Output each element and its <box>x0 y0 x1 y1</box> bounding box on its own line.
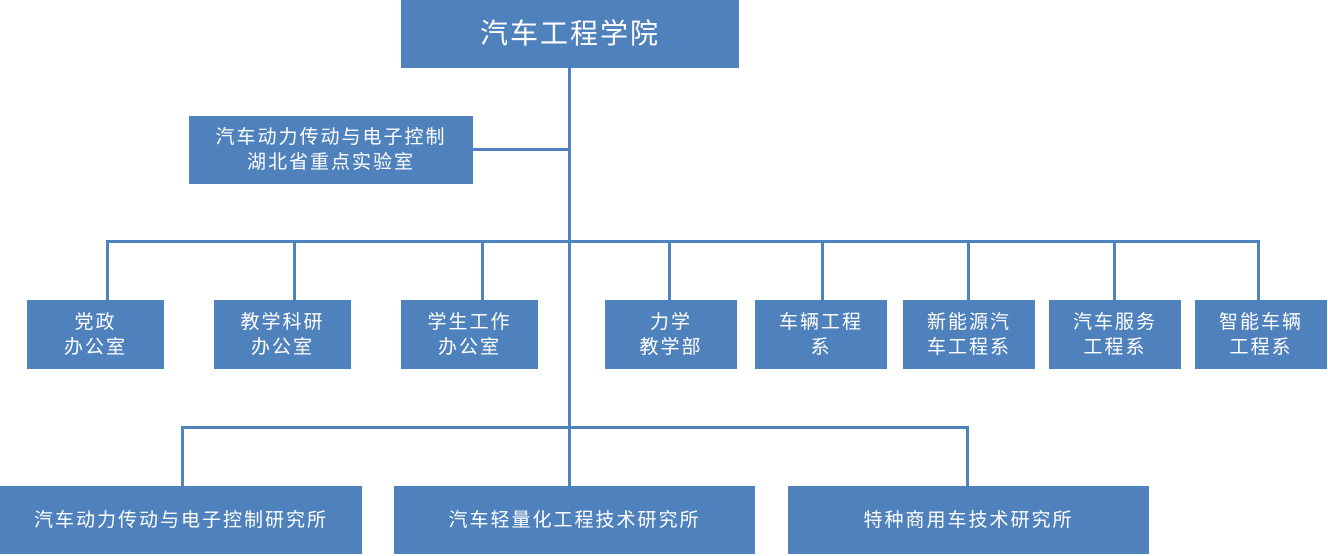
department-line2: 办公室 <box>437 335 501 358</box>
department-node: 智能车辆 工程系 <box>1195 300 1327 369</box>
dept-drop-7 <box>1113 240 1116 302</box>
dept-drop-4 <box>668 240 671 302</box>
department-line1: 教学科研 <box>240 310 325 333</box>
dept-drop-8 <box>1257 240 1260 302</box>
institutes-bus <box>181 426 969 429</box>
department-node: 学生工作 办公室 <box>401 300 538 369</box>
departments-bus <box>106 240 1260 243</box>
institute-node: 汽车动力传动与电子控制研究所 <box>0 486 362 554</box>
department-line1: 党政 <box>74 310 117 333</box>
department-line1: 新能源汽 <box>926 310 1011 333</box>
department-line2: 教学部 <box>639 335 703 358</box>
inst-drop-2 <box>568 426 571 488</box>
institute-label: 汽车动力传动与电子控制研究所 <box>33 508 328 531</box>
dept-drop-3 <box>481 240 484 302</box>
department-line1: 学生工作 <box>427 310 512 333</box>
root-label: 汽车工程学院 <box>479 16 660 50</box>
key-lab-node: 汽车动力传动与电子控制 湖北省重点实验室 <box>189 116 473 184</box>
department-node: 新能源汽 车工程系 <box>903 300 1035 369</box>
inst-drop-1 <box>181 426 184 488</box>
department-line2: 工程系 <box>1083 335 1147 358</box>
dept-drop-1 <box>106 240 109 302</box>
lab-connector <box>471 148 571 151</box>
root-node: 汽车工程学院 <box>401 0 739 68</box>
department-node: 力学 教学部 <box>605 300 737 369</box>
department-node: 党政 办公室 <box>27 300 164 369</box>
dept-drop-2 <box>293 240 296 302</box>
dept-drop-6 <box>967 240 970 302</box>
department-line1: 车辆工程 <box>778 310 863 333</box>
dept-drop-5 <box>821 240 824 302</box>
inst-drop-3 <box>966 426 969 488</box>
department-line2: 工程系 <box>1229 335 1293 358</box>
department-node: 汽车服务 工程系 <box>1049 300 1181 369</box>
department-line1: 智能车辆 <box>1218 310 1303 333</box>
department-line2: 办公室 <box>250 335 314 358</box>
department-line2: 系 <box>810 335 832 358</box>
key-lab-line2: 湖北省重点实验室 <box>246 151 415 173</box>
institute-label: 汽车轻量化工程技术研究所 <box>448 508 701 531</box>
department-line1: 汽车服务 <box>1072 310 1157 333</box>
key-lab-line1: 汽车动力传动与电子控制 <box>215 126 447 149</box>
trunk-line <box>568 66 571 428</box>
department-line2: 办公室 <box>63 335 127 358</box>
department-line1: 力学 <box>649 310 692 333</box>
institute-label: 特种商用车技术研究所 <box>863 508 1074 531</box>
institute-node: 汽车轻量化工程技术研究所 <box>394 486 755 554</box>
department-line2: 车工程系 <box>926 335 1011 358</box>
department-node: 教学科研 办公室 <box>214 300 351 369</box>
department-node: 车辆工程 系 <box>755 300 887 369</box>
institute-node: 特种商用车技术研究所 <box>788 486 1149 554</box>
